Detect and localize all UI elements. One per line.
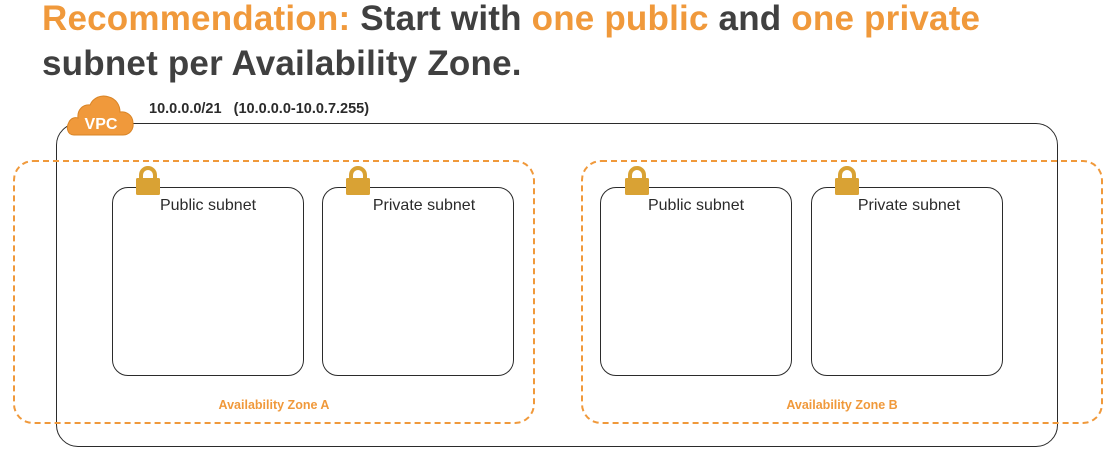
availability-zone-b — [581, 160, 1103, 424]
subnet-label-public-a: Public subnet — [159, 197, 257, 214]
padlock-icon — [346, 166, 370, 195]
title-highlight-private: one private — [791, 0, 981, 38]
padlock-icon — [625, 166, 649, 195]
subnet-private-a — [322, 187, 514, 376]
availability-zone-a-label: Availability Zone A — [218, 398, 330, 412]
vpc-badge-label: VPC — [85, 116, 118, 133]
subnet-private-b — [811, 187, 1003, 376]
availability-zone-a — [13, 160, 535, 424]
padlock-icon — [835, 166, 859, 195]
subnet-label-private-b: Private subnet — [857, 197, 961, 214]
availability-zone-b-label: Availability Zone B — [786, 398, 898, 412]
vpc-cloud-icon: VPC — [66, 95, 134, 136]
padlock-icon — [136, 166, 160, 195]
title-text-3: subnet per Availability Zone. — [42, 44, 522, 83]
title-highlight-public: one public — [531, 0, 709, 38]
vpc-container — [56, 123, 1058, 447]
title-text-2: and — [708, 0, 792, 38]
subnet-label-private-a: Private subnet — [372, 197, 476, 214]
title-text-1: Start with — [350, 0, 532, 38]
subnet-public-b — [600, 187, 792, 376]
slide-title: Recommendation: Start with one public an… — [42, 0, 980, 86]
subnet-label-public-b: Public subnet — [647, 197, 745, 214]
title-recommendation-label: Recommendation: — [42, 0, 351, 38]
vpc-cidr-text: 10.0.0.0/21 (10.0.0.0-10.0.7.255) — [149, 101, 370, 117]
subnet-public-a — [112, 187, 304, 376]
